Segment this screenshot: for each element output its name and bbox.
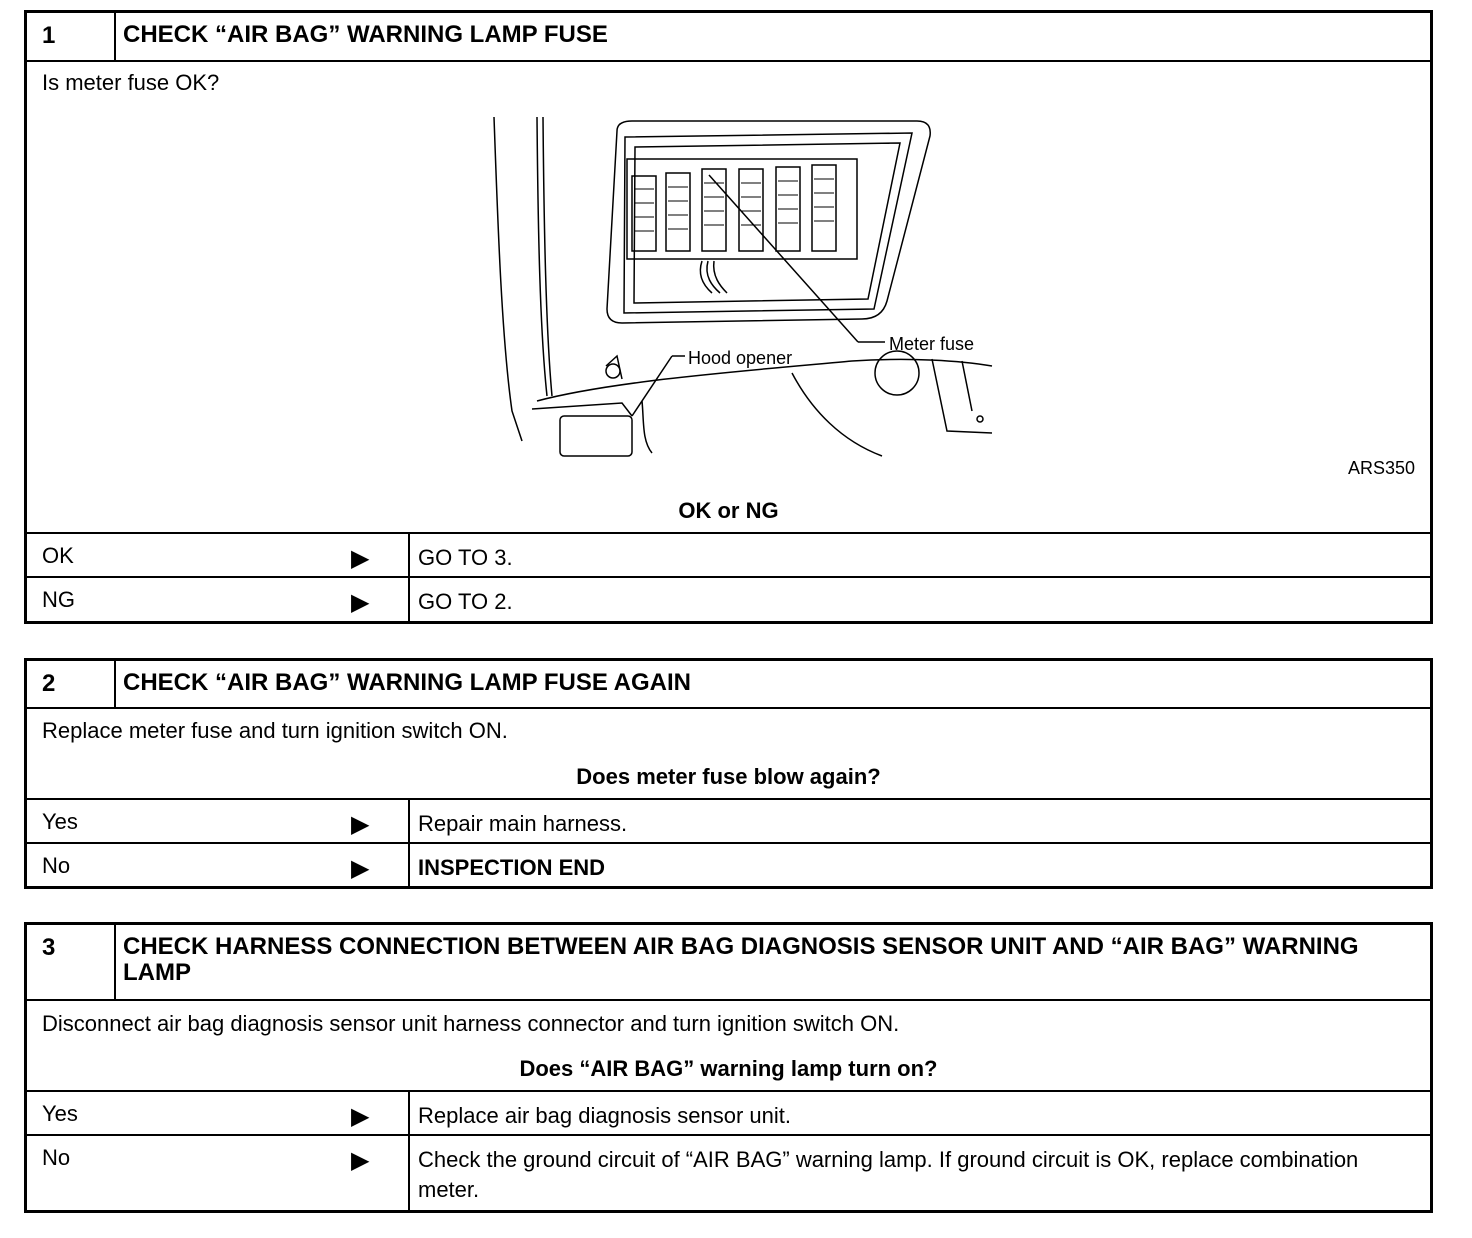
step-instruction: Disconnect air bag diagnosis sensor unit… [42, 1011, 900, 1036]
figure-code: ARS350 [1347, 458, 1415, 478]
arrow-icon: ▶ [351, 855, 370, 882]
meter-fuse-label: Meter fuse [889, 334, 974, 354]
row-result: GO TO 2. [408, 578, 1430, 621]
step-3-box: 3 CHECK HARNESS CONNECTION BETWEEN AIR B… [24, 922, 1433, 1213]
step-header: 2 CHECK “AIR BAG” WARNING LAMP FUSE AGAI… [27, 661, 1430, 709]
step-number: 2 [27, 661, 116, 707]
step-title: CHECK HARNESS CONNECTION BETWEEN AIR BAG… [123, 933, 1359, 986]
row-result: Check the ground circuit of “AIR BAG” wa… [408, 1136, 1430, 1210]
arrow-icon: ▶ [351, 589, 370, 616]
step-instruction: Is meter fuse OK? [42, 70, 220, 95]
step-number: 3 [27, 925, 116, 999]
step-number: 1 [27, 13, 116, 60]
step-title: CHECK “AIR BAG” WARNING LAMP FUSE AGAIN [123, 669, 692, 696]
row-label: OK [42, 543, 74, 568]
step-question: OK or NG [678, 498, 779, 523]
arrow-icon: ▶ [351, 1103, 370, 1130]
step-1-box: 1 CHECK “AIR BAG” WARNING LAMP FUSE Is m… [24, 10, 1433, 624]
row-result: INSPECTION END [408, 844, 1430, 886]
step-instruction: Replace meter fuse and turn ignition swi… [42, 718, 508, 743]
step-header: 3 CHECK HARNESS CONNECTION BETWEEN AIR B… [27, 925, 1430, 1001]
row-result: Repair main harness. [408, 800, 1430, 844]
row-label: NG [42, 587, 75, 612]
step-title: CHECK “AIR BAG” WARNING LAMP FUSE [123, 21, 608, 48]
arrow-icon: ▶ [351, 1147, 370, 1174]
fuse-box-illustration: Meter fuse Hood opener [493, 116, 993, 457]
hood-opener-label: Hood opener [688, 348, 792, 368]
step-2-box: 2 CHECK “AIR BAG” WARNING LAMP FUSE AGAI… [24, 658, 1433, 889]
row-result: GO TO 3. [408, 534, 1430, 578]
row-label: Yes [42, 1101, 78, 1126]
result-row: NG ▶ GO TO 2. [27, 576, 1430, 621]
result-row: No ▶ Check the ground circuit of “AIR BA… [27, 1134, 1430, 1210]
result-row: No ▶ INSPECTION END [27, 842, 1430, 886]
row-label: Yes [42, 809, 78, 834]
arrow-icon: ▶ [351, 811, 370, 838]
row-label: No [42, 853, 71, 878]
row-label: No [42, 1145, 71, 1170]
result-row: OK ▶ GO TO 3. [27, 532, 1430, 578]
step-question: Does meter fuse blow again? [576, 764, 881, 789]
row-result: Replace air bag diagnosis sensor unit. [408, 1092, 1430, 1136]
step-question: Does “AIR BAG” warning lamp turn on? [519, 1056, 938, 1081]
result-row: Yes ▶ Replace air bag diagnosis sensor u… [27, 1090, 1430, 1136]
result-row: Yes ▶ Repair main harness. [27, 798, 1430, 844]
step-header: 1 CHECK “AIR BAG” WARNING LAMP FUSE [27, 13, 1430, 62]
arrow-icon: ▶ [351, 545, 370, 572]
